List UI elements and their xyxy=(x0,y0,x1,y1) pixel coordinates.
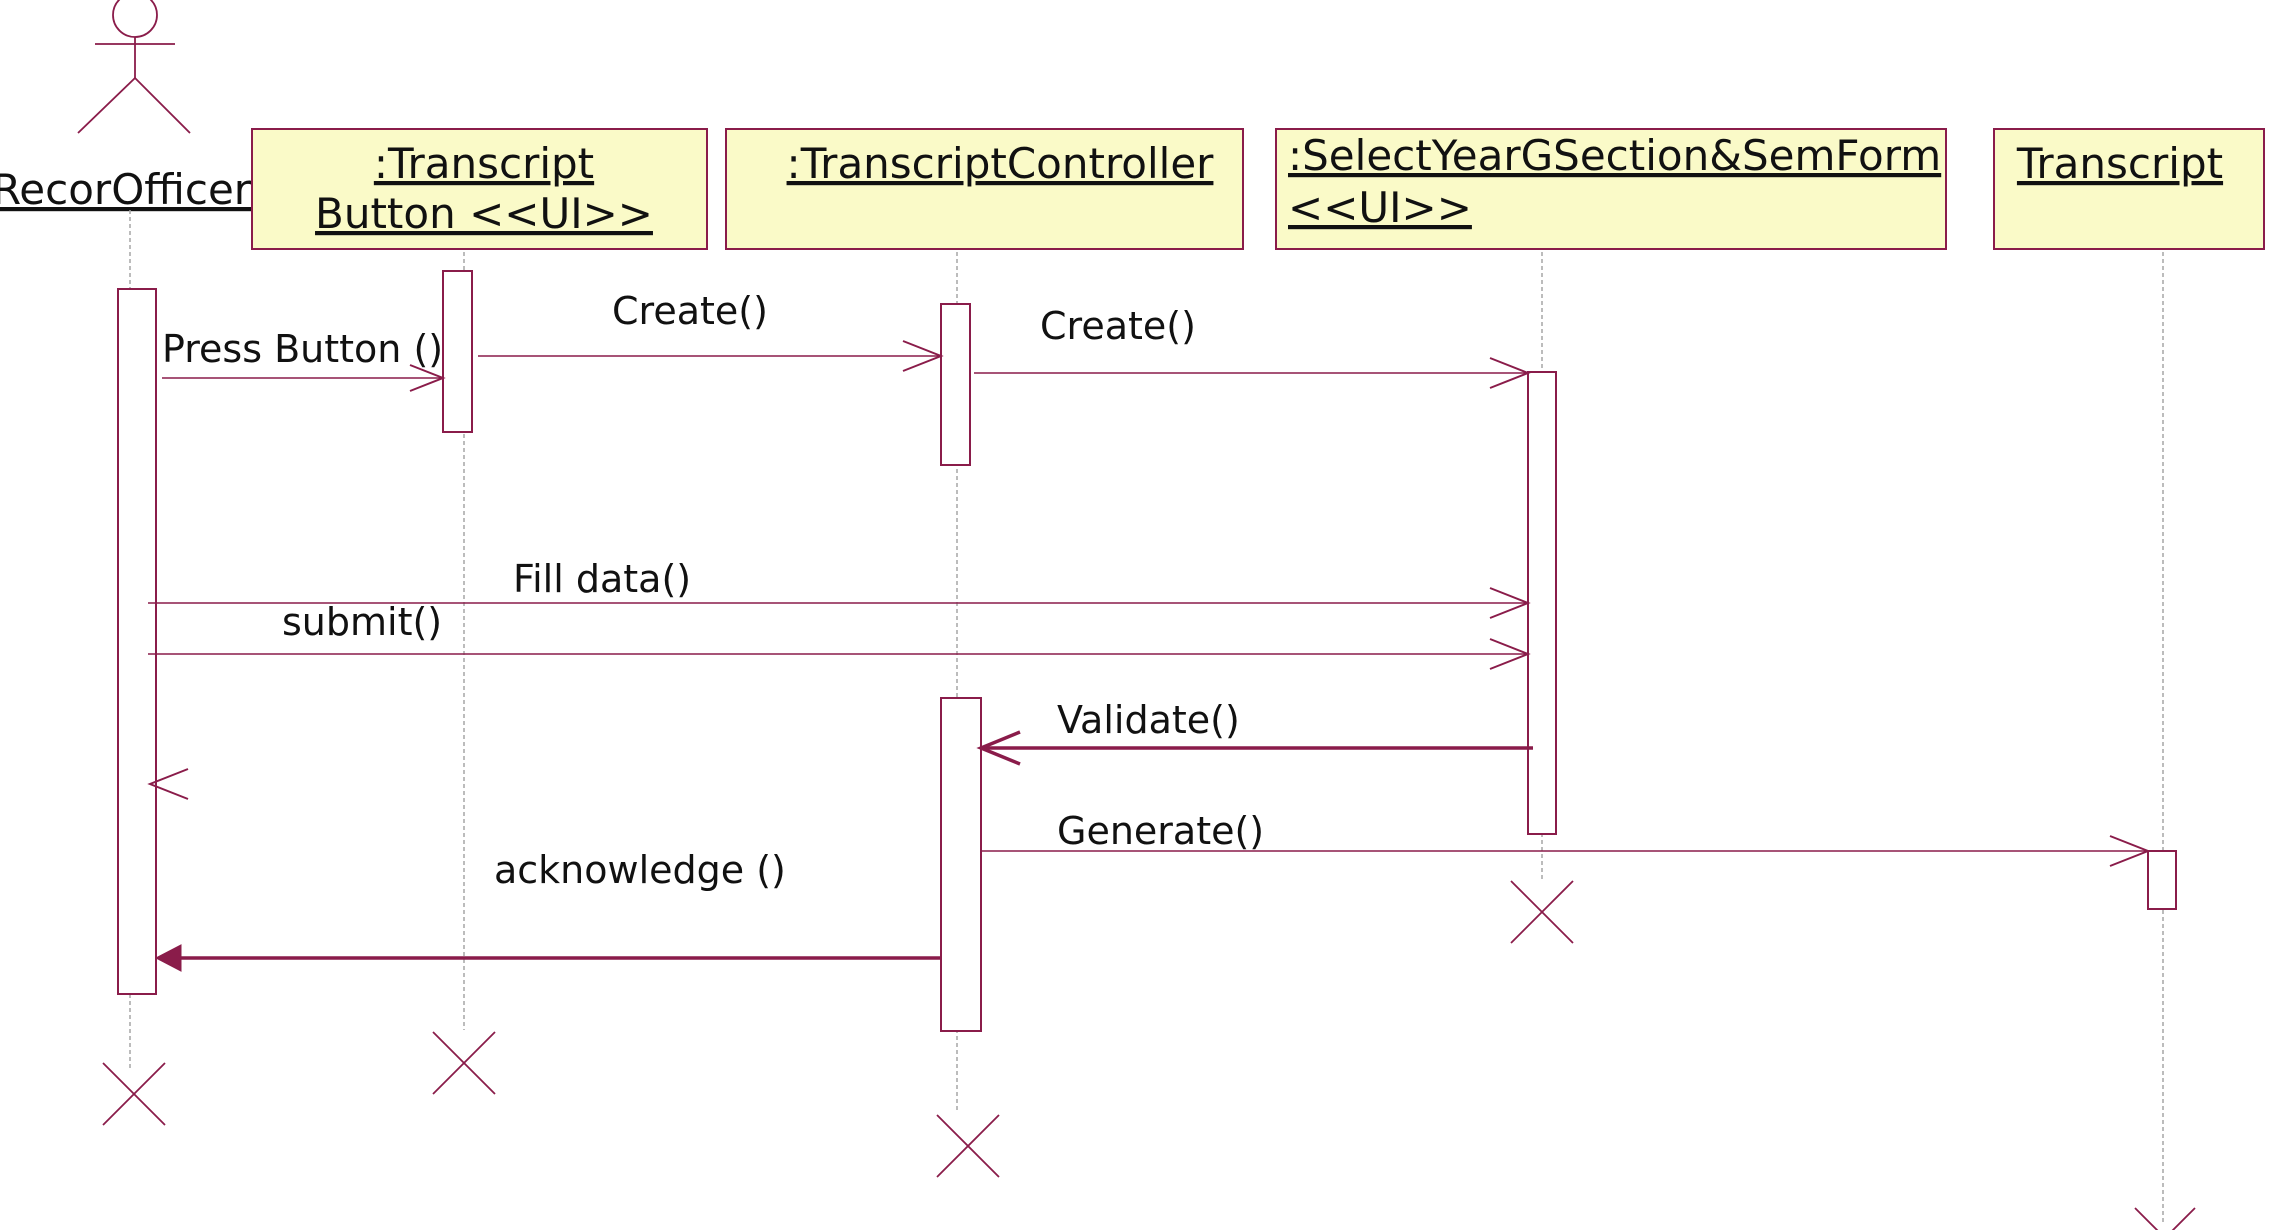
message-label-generate: Generate() xyxy=(1057,809,1264,853)
message-label-press-button: Press Button () xyxy=(162,327,443,371)
message-label-fill-data: Fill data() xyxy=(513,557,691,601)
arrowhead-actor-return xyxy=(147,768,189,800)
arrowhead-create-2 xyxy=(1489,357,1531,389)
participant-box-select-form xyxy=(1275,128,1947,250)
activation-transcript-controller-1 xyxy=(940,303,971,466)
message-label-acknowledge: acknowledge () xyxy=(494,848,786,892)
message-label-create-1: Create() xyxy=(612,289,768,333)
actor-name: RecorOfficer xyxy=(0,165,252,214)
arrowhead-acknowledge xyxy=(154,944,182,972)
destroy-mark-transcript-button xyxy=(432,1031,496,1095)
activation-transcript xyxy=(2147,850,2177,910)
participant-label-transcript-controller: :TranscriptController xyxy=(787,139,1215,188)
participant-box-transcript-controller xyxy=(725,128,1244,250)
activation-transcript-button xyxy=(442,270,473,433)
message-label-create-2: Create() xyxy=(1040,304,1196,348)
activation-select-form xyxy=(1527,371,1557,835)
message-label-submit: submit() xyxy=(282,600,442,644)
arrowhead-create-1 xyxy=(902,340,944,372)
participant-label-transcript-button-line2: Button <<UI>> xyxy=(315,189,653,238)
destroy-mark-actor xyxy=(102,1062,166,1126)
arrowhead-press-button xyxy=(409,364,446,392)
activation-actor xyxy=(117,288,157,995)
activation-transcript-controller-2 xyxy=(940,697,982,1032)
destroy-mark-transcript-controller xyxy=(936,1114,1000,1178)
participant-label-select-form-line2: <<UI>> xyxy=(1288,183,1472,232)
participant-label-transcript-button-line1: :Transcript xyxy=(374,139,594,188)
participant-label-select-form-line1: :SelectYearGSection&SemForm xyxy=(1288,131,1941,180)
participant-label-transcript: Transcript xyxy=(2016,139,2223,188)
destroy-mark-transcript xyxy=(2134,1207,2196,1230)
message-label-validate: Validate() xyxy=(1057,698,1240,742)
arrowhead-fill-data xyxy=(1489,587,1531,619)
arrowhead-validate xyxy=(976,730,1021,766)
participant-box-transcript xyxy=(1993,128,2265,250)
participant-box-transcript-button xyxy=(251,128,708,250)
destroy-mark-select-form xyxy=(1510,880,1574,944)
arrowhead-generate xyxy=(2109,835,2151,867)
actor-stick-figure-icon xyxy=(77,0,191,134)
arrowhead-submit xyxy=(1489,638,1531,670)
